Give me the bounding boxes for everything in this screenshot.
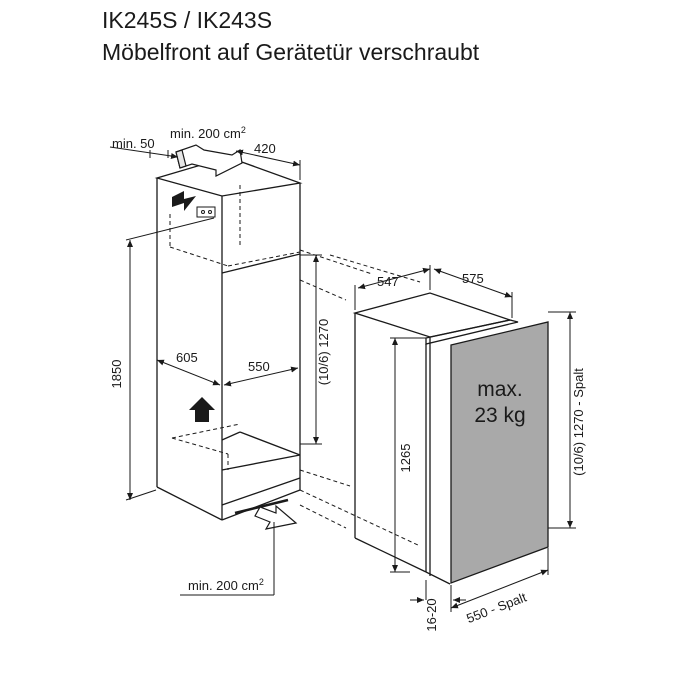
- vent-grille: [196, 206, 216, 218]
- top-vent-label: min. 200 cm2: [170, 125, 246, 141]
- dim-1270-label: (10/6) 1270: [316, 319, 331, 386]
- dim-1850-label: 1850: [109, 360, 124, 389]
- spalt-width-label: 550 - Spalt: [464, 589, 528, 626]
- airflow-up-arrow-icon: [189, 397, 215, 422]
- top-vent-arrow-icon: [175, 144, 243, 177]
- dimension-lines-left: [109, 146, 322, 596]
- dim-420-label: 420: [254, 141, 276, 156]
- model-title: IK245S / IK243S: [102, 7, 273, 33]
- dim-16-20-label: 16-20: [424, 598, 439, 631]
- min-50-label: min. 50: [112, 136, 155, 151]
- dim-550-label: 550: [248, 359, 270, 374]
- max-weight-line2: 23 kg: [474, 404, 525, 427]
- dim-547-label: 547: [377, 274, 399, 289]
- max-weight-line1: max.: [477, 378, 523, 401]
- bottom-vent-label: min. 200 cm2: [188, 577, 264, 593]
- bottom-vent-arrow-icon: [254, 504, 298, 530]
- dim-1265-label: 1265: [398, 444, 413, 473]
- spalt-height-label: (10/6) 1270 - Spalt: [571, 368, 586, 476]
- dim-575-label: 575: [462, 271, 484, 286]
- dimension-lines-right: [354, 265, 576, 612]
- furniture-door-panel: [450, 321, 549, 584]
- appliance-body: [352, 292, 519, 585]
- power-lightning-icon: [172, 191, 196, 211]
- cabinet-niche: [154, 156, 303, 521]
- dim-605-label: 605: [176, 350, 198, 365]
- mounting-subtitle: Möbelfront auf Gerätetür verschraubt: [102, 39, 480, 65]
